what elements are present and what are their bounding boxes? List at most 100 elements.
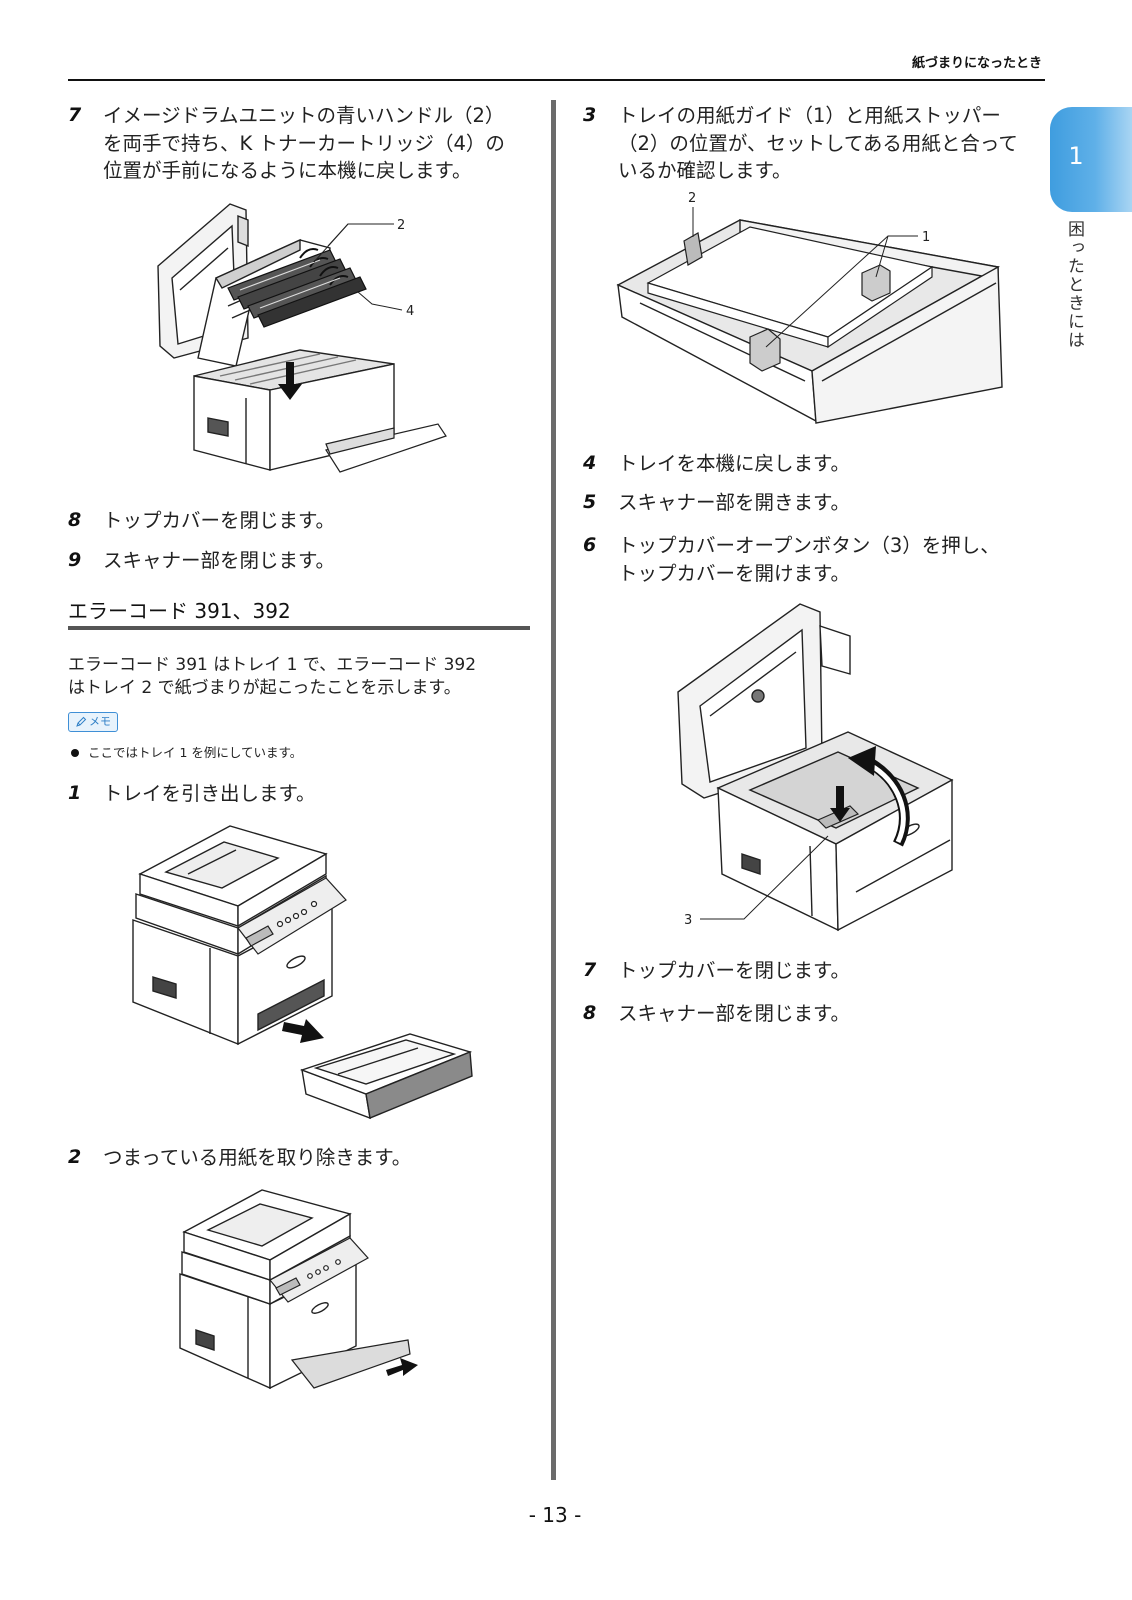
operator-panel	[269, 1237, 369, 1303]
drum-handle	[309, 257, 329, 268]
step-number: 6	[583, 534, 597, 556]
drum-handle	[319, 266, 339, 277]
insert-arrow	[278, 362, 302, 400]
step-number: 2	[68, 1146, 82, 1168]
jammed-paper	[290, 1339, 411, 1389]
paper-tray-pulled-out	[299, 1033, 473, 1120]
output-tray	[325, 427, 395, 455]
open-arrow	[848, 746, 910, 847]
drum-handle	[329, 275, 349, 286]
step-text-line: トップカバーオープンボタン（3）を押し、	[618, 534, 1000, 557]
step-6: 6 トップカバーオープンボタン（3）を押し、 トップカバーを開けます。	[583, 532, 1033, 622]
drum-slot	[219, 353, 321, 377]
step-number: 7	[583, 959, 597, 981]
scanner-hinge	[237, 214, 249, 248]
paper-sheet	[325, 423, 447, 473]
document-tray	[206, 1203, 314, 1247]
step-text-line: 位置が手前になるように本機に戻します。	[103, 159, 472, 182]
output-paper	[325, 423, 447, 473]
panel-edge	[821, 282, 997, 382]
step-text: スキャナー部を閉じます。	[618, 1000, 850, 1028]
paper-stack	[646, 226, 934, 349]
label-sticker	[741, 853, 761, 875]
step-9: 9 スキャナー部を閉じます。	[68, 547, 530, 637]
tray-rail	[639, 302, 806, 382]
scanner-unit-open	[677, 603, 851, 799]
image-drum-unit	[227, 248, 367, 328]
step-number: 3	[583, 104, 597, 126]
step-text: トレイを引き出します。	[103, 780, 316, 808]
pencil-icon	[76, 716, 87, 727]
column-divider	[551, 100, 556, 1480]
chapter-title: 困ったときには	[1064, 220, 1084, 350]
step-number: 7	[68, 104, 82, 126]
callout-line	[313, 223, 349, 263]
figure-drum-unit-reinstall: 2 4	[157, 203, 447, 473]
document-guide	[187, 849, 237, 875]
callout-handle	[313, 223, 394, 263]
step-text: トレイの用紙ガイド（1）と用紙ストッパー （2）の位置が、セットしてある用紙と合…	[618, 102, 1018, 185]
intro-line: はトレイ 2 で紙づまりが起こったことを示します。	[68, 678, 461, 698]
step-text-line: スキャナー部を開きます。	[618, 491, 851, 514]
remove-arrow	[386, 1358, 418, 1376]
cartridge-highlight	[259, 277, 341, 309]
callout-guide	[765, 235, 918, 348]
step-text-line: つまっている用紙を取り除きます。	[103, 1146, 412, 1169]
paper-guide	[749, 264, 891, 372]
step-number: 1	[68, 782, 82, 804]
step-4: 4 トレイを本機に戻します。	[583, 450, 1033, 540]
scanner-edge	[179, 247, 229, 291]
top-cover-edge	[214, 238, 301, 289]
press-arrow	[830, 786, 850, 822]
step-text: トップカバーオープンボタン（3）を押し、 トップカバーを開けます。	[618, 532, 1000, 587]
callout-label: 2	[688, 191, 696, 206]
panel-button	[307, 1273, 313, 1279]
panel-button	[310, 900, 318, 908]
running-title: 紙づまりになったとき	[911, 56, 1042, 71]
cartridge-highlight	[239, 259, 321, 291]
step-2: 2 つまっている用紙を取り除きます。	[68, 1144, 530, 1234]
section-intro: エラーコード 391 はトレイ 1 で、エラーコード 392 はトレイ 2 で紙…	[68, 654, 530, 700]
label-sticker	[195, 1329, 215, 1351]
open-arrow-shaft	[868, 762, 906, 844]
step-text-line: トップカバーを閉じます。	[618, 959, 851, 982]
step-text: トレイを本機に戻します。	[618, 450, 850, 478]
step-text-line: を両手で持ち、K トナーカートリッジ（4）の	[103, 131, 505, 155]
document-tray	[164, 841, 280, 889]
header-rule	[68, 79, 1045, 81]
adf-document-feeder	[182, 1189, 352, 1282]
callout-label: 4	[406, 304, 414, 319]
intro-line: エラーコード 391 はトレイ 1 で、エラーコード 392	[68, 655, 477, 675]
label-plate	[207, 417, 229, 437]
figure-remove-jammed-paper	[179, 1189, 418, 1390]
callout-line	[875, 235, 889, 278]
panel-button	[335, 1259, 341, 1265]
step-text-line: トレイを引き出します。	[103, 782, 316, 805]
paper-guide	[337, 1047, 419, 1075]
operator-panel	[237, 877, 347, 955]
figure-pull-out-tray	[132, 825, 473, 1120]
step-text-line: スキャナー部を閉じます。	[103, 549, 336, 572]
step-text: つまっている用紙を取り除きます。	[103, 1144, 411, 1172]
memo-label: メモ	[89, 715, 111, 728]
section-heading: エラーコード 391、392	[68, 598, 530, 630]
step-text-line: スキャナー部を閉じます。	[618, 1002, 851, 1025]
adf-document-feeder	[138, 825, 328, 928]
step-number: 8	[68, 509, 82, 531]
label-sticker	[152, 976, 177, 999]
panel-button	[315, 1269, 321, 1275]
body-right-face	[835, 778, 953, 932]
panel-button	[276, 920, 284, 928]
step-3: 3 トレイの用紙ガイド（1）と用紙ストッパー （2）の位置が、セットしてある用紙…	[583, 102, 1033, 192]
step-text: トップカバーを閉じます。	[103, 507, 335, 535]
panel-button	[300, 908, 308, 916]
tray-paper	[313, 1039, 457, 1085]
callout-line	[700, 835, 829, 920]
paper-guide-near	[749, 328, 781, 372]
tray-seam	[855, 839, 951, 893]
pull-arrow	[282, 1019, 324, 1043]
chapter-number: 1	[1068, 142, 1084, 170]
panel-button	[292, 912, 300, 920]
pencil-body	[76, 716, 87, 727]
memo-badge: メモ	[68, 712, 118, 732]
